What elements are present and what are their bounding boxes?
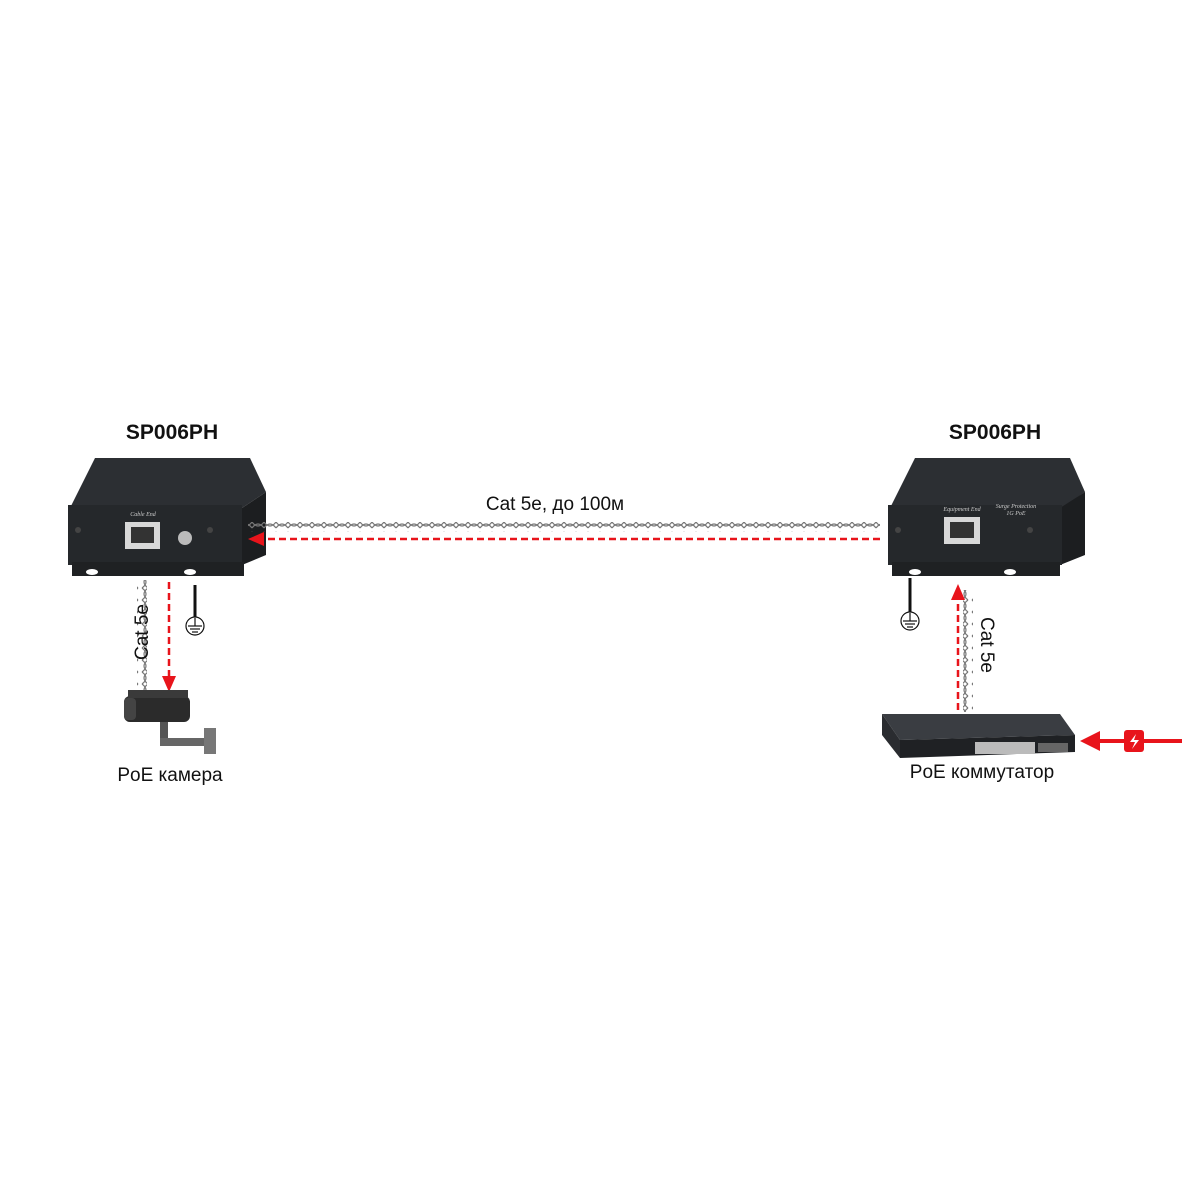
left-port-label: Cable End bbox=[130, 512, 156, 518]
trunk-cable bbox=[248, 522, 880, 532]
camera-label: PoE камера bbox=[117, 765, 223, 786]
poe-camera-icon bbox=[124, 690, 216, 754]
left-drop-cable-label: Cat 5e bbox=[132, 604, 153, 660]
surge-input-arrow bbox=[1080, 730, 1182, 752]
left-drop-power-arrow bbox=[162, 582, 176, 692]
right-drop-power-arrow bbox=[951, 584, 965, 710]
switch-label: PoE коммутатор bbox=[909, 762, 1055, 783]
trunk-cable-label: Cat 5e, до 100м bbox=[485, 494, 625, 515]
right-side-label-2: 1G PoE bbox=[1006, 511, 1026, 517]
trunk-power-arrow bbox=[248, 532, 880, 546]
right-drop-cable-label: Cat 5e bbox=[976, 617, 997, 673]
right-unit-title: SP006PH bbox=[948, 421, 1042, 444]
ground-screw bbox=[178, 531, 192, 545]
left-unit-title: SP006PH bbox=[125, 421, 219, 444]
left-drop-cable bbox=[137, 580, 147, 692]
ground-icon bbox=[185, 585, 205, 636]
left-surge-protector bbox=[68, 458, 266, 576]
poe-switch-icon bbox=[882, 714, 1075, 758]
right-surge-protector bbox=[888, 458, 1085, 576]
right-port-label: Equipment End bbox=[943, 507, 981, 513]
right-side-label-1: Surge Protection bbox=[995, 504, 1037, 510]
right-drop-cable bbox=[963, 590, 973, 712]
ground-icon bbox=[900, 578, 920, 631]
